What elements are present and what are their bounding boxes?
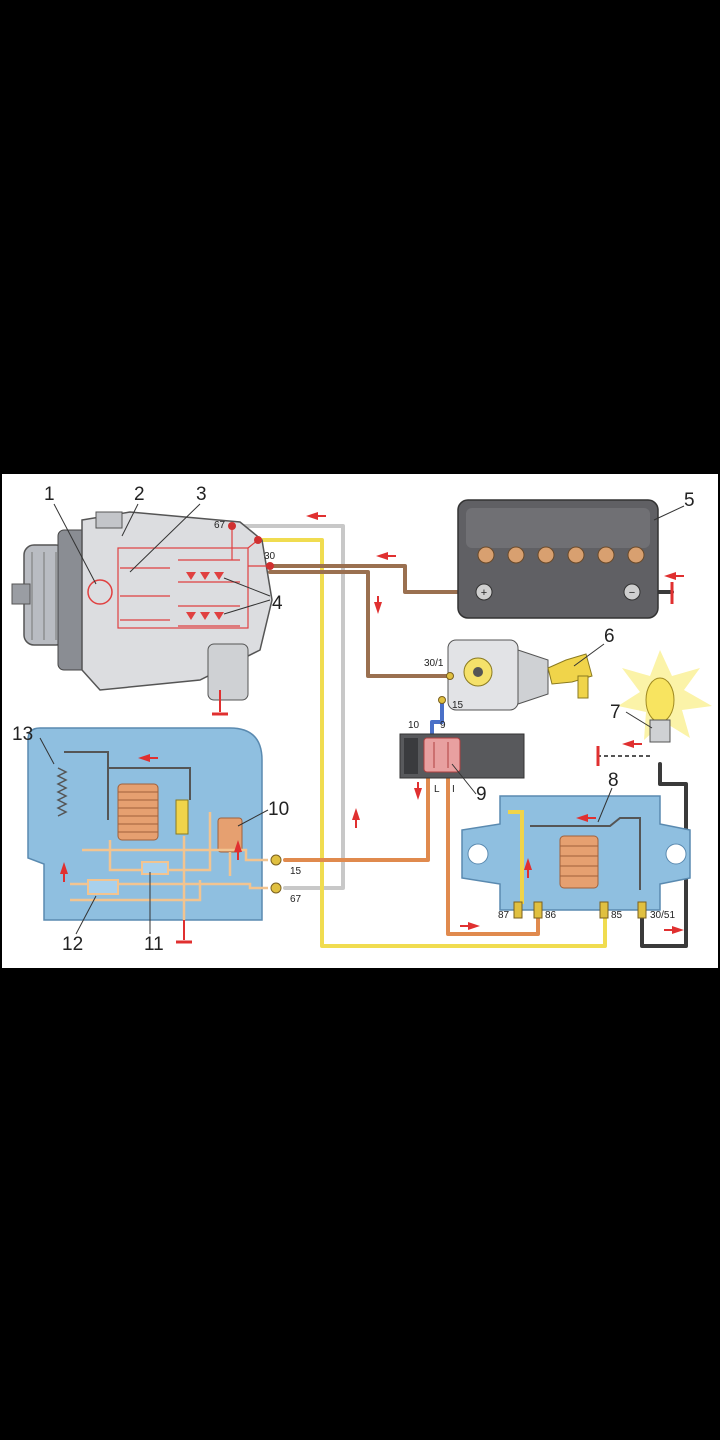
wire-orange-15 bbox=[283, 770, 430, 862]
callout-6: 6 bbox=[604, 626, 615, 647]
callout-12: 12 bbox=[62, 934, 83, 955]
ignition-switch bbox=[438, 639, 593, 711]
relay-terminal-85 bbox=[599, 901, 609, 919]
wire-yellow bbox=[256, 538, 607, 948]
leader-lines bbox=[39, 503, 685, 935]
battery-minus-terminal bbox=[623, 583, 641, 601]
label-block-9: 9 bbox=[440, 720, 446, 731]
callout-labels: 1 2 3 4 5 6 7 8 9 10 11 12 13 bbox=[12, 484, 695, 955]
callout-9: 9 bbox=[476, 784, 487, 805]
alt-terminal-67 bbox=[228, 522, 236, 530]
battery-minus-label: − bbox=[629, 587, 635, 599]
alt-terminal-yellow bbox=[254, 536, 262, 544]
callout-1: 1 bbox=[44, 484, 55, 505]
reg-terminal-15 bbox=[270, 854, 282, 866]
switch-terminal-30-1 bbox=[446, 672, 454, 680]
relay-terminal-87 bbox=[513, 901, 523, 919]
label-relay-87: 87 bbox=[498, 910, 510, 921]
wire-gray-67 bbox=[230, 524, 345, 890]
label-switch-15: 15 bbox=[452, 700, 464, 711]
terminal-labels: 67 30 30/1 15 10 9 L I 15 67 87 86 85 30… bbox=[214, 520, 675, 921]
label-switch-30-1: 30/1 bbox=[424, 658, 444, 669]
alternator bbox=[11, 511, 274, 716]
diode-bridge bbox=[186, 572, 224, 620]
connector-block bbox=[399, 733, 525, 779]
wire-blue-15 bbox=[430, 698, 444, 740]
callout-2: 2 bbox=[134, 484, 145, 505]
reg-terminal-67 bbox=[270, 882, 282, 894]
callout-4: 4 bbox=[272, 593, 283, 614]
callout-11: 11 bbox=[144, 934, 164, 955]
battery-plus-label: + bbox=[481, 587, 487, 599]
callout-8: 8 bbox=[608, 770, 619, 791]
relay-terminal-30-51 bbox=[637, 901, 647, 919]
wire-brown-battery bbox=[268, 564, 482, 594]
current-arrows bbox=[60, 512, 684, 934]
label-block-10: 10 bbox=[408, 720, 420, 731]
alt-terminal-30 bbox=[266, 562, 274, 570]
label-block-L: L bbox=[434, 784, 440, 795]
wire-brown-switch bbox=[268, 570, 452, 678]
label-relay-85: 85 bbox=[611, 910, 623, 921]
warning-lamp bbox=[596, 650, 712, 766]
battery-plus-terminal bbox=[475, 583, 493, 601]
battery: + − bbox=[457, 499, 674, 619]
voltage-regulator bbox=[27, 727, 282, 944]
wire-orange-86 bbox=[446, 770, 540, 936]
callout-10: 10 bbox=[268, 799, 289, 820]
callout-7: 7 bbox=[610, 702, 621, 723]
relay-terminal-86 bbox=[533, 901, 543, 919]
switch-terminal-15 bbox=[438, 696, 446, 704]
label-alt-67: 67 bbox=[214, 520, 226, 531]
callout-13: 13 bbox=[12, 724, 33, 745]
label-relay-86: 86 bbox=[545, 910, 557, 921]
charge-relay bbox=[461, 795, 691, 919]
label-reg-15: 15 bbox=[290, 866, 302, 877]
label-block-I: I bbox=[452, 784, 455, 795]
callout-3: 3 bbox=[196, 484, 207, 505]
callout-5: 5 bbox=[684, 490, 695, 511]
label-alt-30: 30 bbox=[264, 551, 276, 562]
label-reg-67: 67 bbox=[290, 894, 302, 905]
label-relay-30-51: 30/51 bbox=[650, 910, 675, 921]
